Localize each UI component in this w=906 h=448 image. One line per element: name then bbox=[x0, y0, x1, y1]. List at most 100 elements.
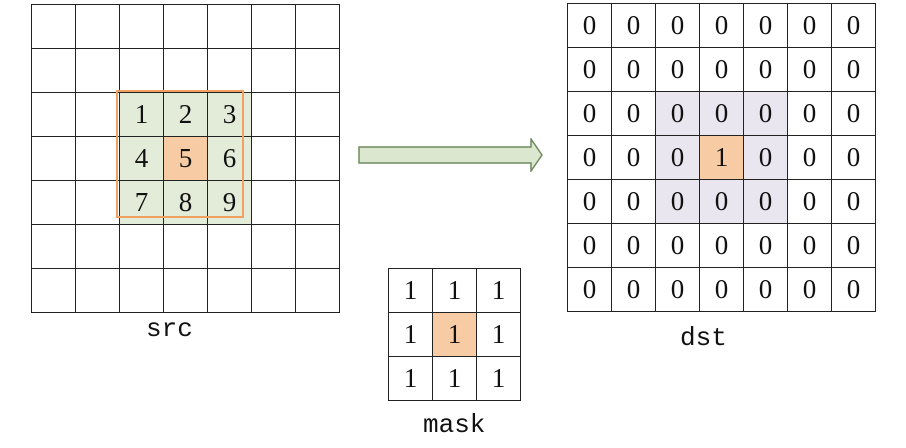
src-cell bbox=[251, 4, 296, 49]
src-cell bbox=[295, 180, 340, 225]
src-cell bbox=[251, 48, 296, 93]
src-cell bbox=[119, 268, 164, 313]
src-caption: src bbox=[146, 314, 193, 344]
mask-cell: 1 bbox=[388, 312, 433, 357]
src-cell bbox=[207, 224, 252, 269]
src-cell bbox=[251, 180, 296, 225]
mask-cell: 1 bbox=[476, 268, 521, 313]
mask-cell: 1 bbox=[432, 312, 477, 357]
src-cell bbox=[119, 4, 164, 49]
src-cell: 9 bbox=[207, 180, 252, 225]
src-cell bbox=[31, 224, 76, 269]
src-cell bbox=[163, 224, 208, 269]
dst-cell: 0 bbox=[787, 47, 832, 92]
dst-cell: 0 bbox=[611, 223, 656, 268]
src-cell: 6 bbox=[207, 136, 252, 181]
src-row bbox=[31, 268, 340, 313]
src-cell bbox=[207, 48, 252, 93]
dst-cell: 0 bbox=[787, 91, 832, 136]
dst-cell: 0 bbox=[699, 91, 744, 136]
src-cell bbox=[295, 224, 340, 269]
src-row bbox=[31, 224, 340, 269]
dst-cell: 0 bbox=[567, 267, 612, 312]
dst-cell: 0 bbox=[655, 179, 700, 224]
dst-cell: 1 bbox=[699, 135, 744, 180]
right-arrow-icon bbox=[358, 138, 543, 172]
dst-cell: 0 bbox=[655, 267, 700, 312]
dst-cell: 0 bbox=[611, 267, 656, 312]
src-row bbox=[31, 4, 340, 49]
src-cell: 7 bbox=[119, 180, 164, 225]
src-cell: 3 bbox=[207, 92, 252, 137]
dst-cell: 0 bbox=[743, 3, 788, 48]
dst-caption: dst bbox=[680, 323, 727, 353]
src-cell: 2 bbox=[163, 92, 208, 137]
dst-cell: 0 bbox=[611, 91, 656, 136]
dst-cell: 0 bbox=[699, 179, 744, 224]
src-cell bbox=[31, 48, 76, 93]
src-cell bbox=[251, 268, 296, 313]
dst-cell: 0 bbox=[655, 223, 700, 268]
src-cell bbox=[163, 48, 208, 93]
src-cell bbox=[75, 224, 120, 269]
dst-cell: 0 bbox=[655, 91, 700, 136]
dst-cell: 0 bbox=[655, 3, 700, 48]
dst-cell: 0 bbox=[743, 267, 788, 312]
dst-cell: 0 bbox=[743, 135, 788, 180]
src-cell bbox=[75, 180, 120, 225]
src-cell bbox=[31, 180, 76, 225]
dst-cell: 0 bbox=[831, 47, 876, 92]
src-cell bbox=[31, 268, 76, 313]
src-cell bbox=[295, 4, 340, 49]
dst-cell: 0 bbox=[567, 135, 612, 180]
src-cell bbox=[119, 48, 164, 93]
mask-caption: mask bbox=[423, 410, 486, 440]
src-cell bbox=[163, 4, 208, 49]
src-cell bbox=[75, 92, 120, 137]
mask-cell: 1 bbox=[388, 356, 433, 401]
src-cell bbox=[75, 48, 120, 93]
dst-cell: 0 bbox=[831, 3, 876, 48]
dst-cell: 0 bbox=[611, 179, 656, 224]
mask-cell: 1 bbox=[432, 268, 477, 313]
dst-cell: 0 bbox=[831, 223, 876, 268]
dst-cell: 0 bbox=[787, 223, 832, 268]
src-cell bbox=[75, 136, 120, 181]
src-cell bbox=[31, 136, 76, 181]
src-cell bbox=[251, 224, 296, 269]
mask-cell: 1 bbox=[388, 268, 433, 313]
dst-cell: 0 bbox=[743, 91, 788, 136]
src-cell bbox=[207, 268, 252, 313]
dst-cell: 0 bbox=[787, 267, 832, 312]
dst-cell: 0 bbox=[699, 267, 744, 312]
dst-cell: 0 bbox=[611, 3, 656, 48]
src-cell bbox=[295, 48, 340, 93]
src-cell bbox=[31, 92, 76, 137]
src-cell bbox=[295, 268, 340, 313]
dst-cell: 0 bbox=[787, 135, 832, 180]
src-cell: 5 bbox=[163, 136, 208, 181]
dst-cell: 0 bbox=[787, 179, 832, 224]
src-cell bbox=[75, 268, 120, 313]
src-cell: 4 bbox=[119, 136, 164, 181]
dst-cell: 0 bbox=[699, 47, 744, 92]
dst-cell: 0 bbox=[567, 47, 612, 92]
src-cell bbox=[295, 92, 340, 137]
dst-cell: 0 bbox=[743, 179, 788, 224]
dst-cell: 0 bbox=[567, 179, 612, 224]
dst-cell: 0 bbox=[699, 223, 744, 268]
